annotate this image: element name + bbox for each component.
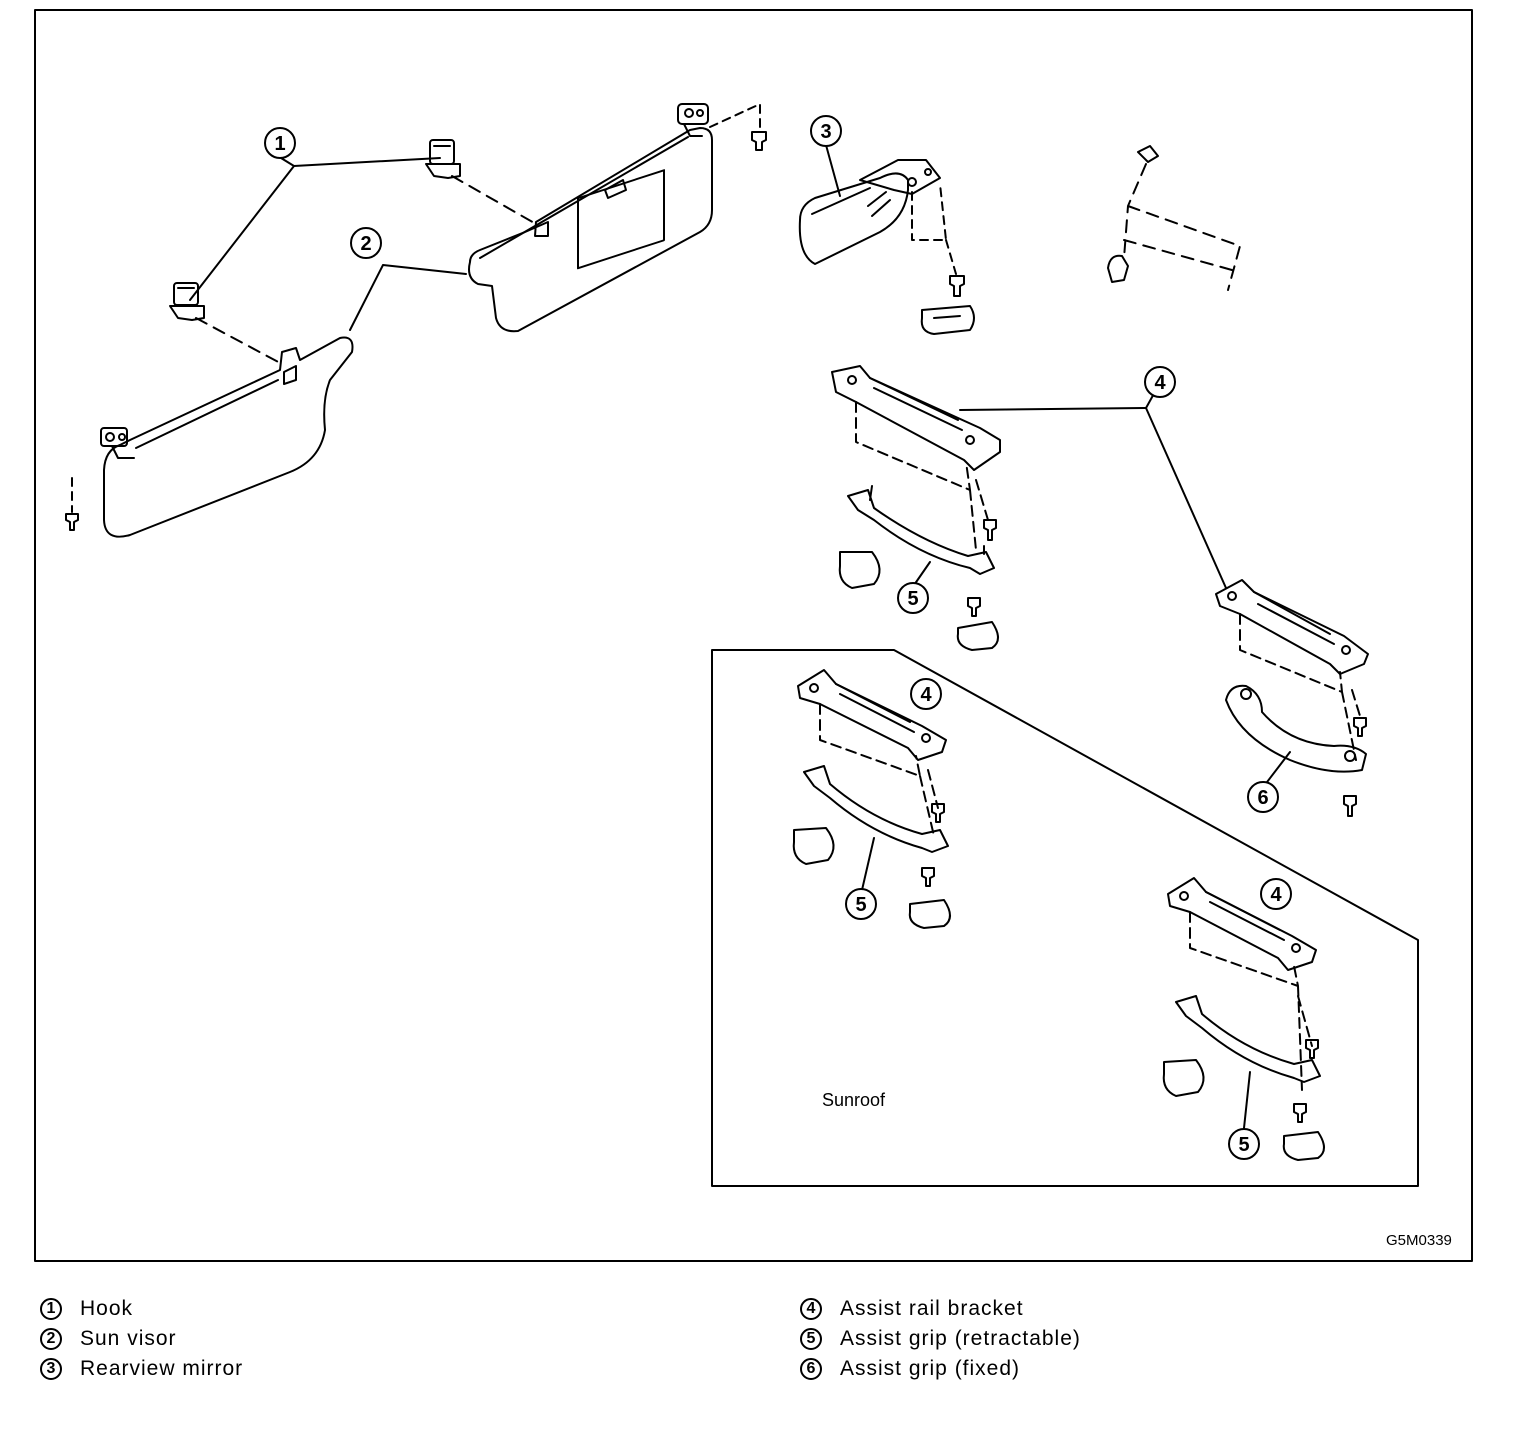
callout-label: 3 [820,121,831,143]
callout-label: 5 [907,588,918,610]
legend-left: 1 Hook 2 Sun visor 3 Rearview mirror [40,1294,243,1384]
screw-icon [921,803,945,887]
screw-icon [1293,1039,1319,1123]
leader-dashed [1123,163,1241,291]
visor-pivot-right [677,103,709,137]
leader-dashed [819,703,939,837]
legend-item: 2 Sun visor [40,1324,243,1354]
leader-line [1263,751,1291,787]
screw-icon [65,513,79,531]
callout-6: 6 [1247,781,1279,813]
assist-rail-bracket [797,669,947,761]
assist-rail-bracket [1215,579,1369,675]
leader-dashed [1239,613,1361,761]
cover-cap [792,827,951,929]
sun-visor-right [468,127,713,333]
legend-right: 4 Assist rail bracket 5 Assist grip (ret… [800,1294,1081,1384]
rearview-mirror [798,159,941,265]
legend-text: Hook [80,1297,134,1320]
visor-pivot-left [100,427,135,459]
assist-rail-bracket [831,365,1001,471]
leader-dashed [451,175,537,225]
legend-number: 3 [40,1358,62,1380]
diagram-frame [34,9,1473,1262]
figure-code: G5M0339 [1386,1232,1452,1249]
leader-dashed [709,103,761,129]
clip-part [1107,145,1159,283]
callout-4-sunroof-left: 4 [910,678,942,710]
legend-text: Assist rail bracket [840,1297,1024,1320]
legend-text: Assist grip (retractable) [840,1327,1081,1350]
cover-cap [920,305,975,335]
assist-grip-fixed [1225,684,1367,773]
callout-5: 5 [897,582,929,614]
callout-label: 5 [1238,1134,1249,1156]
assist-grip-retractable [803,765,949,853]
callout-4-sunroof-right: 4 [1260,878,1292,910]
leader-line [959,407,1227,589]
sunroof-label: Sunroof [822,1090,886,1110]
screw-icon [1343,717,1367,817]
legend-item: 4 Assist rail bracket [800,1294,1081,1324]
legend-text: Sun visor [80,1327,177,1350]
legend-item: 3 Rearview mirror [40,1354,243,1384]
legend-text: Rearview mirror [80,1357,244,1380]
callout-label: 2 [360,233,371,255]
legend-item: 5 Assist grip (retractable) [800,1324,1081,1354]
leader-line [280,157,295,167]
callout-1: 1 [264,127,296,159]
leader-dashed [855,401,989,551]
callout-5-sunroof-right: 5 [1228,1128,1260,1160]
sunroof-box [711,649,1419,1187]
callout-3: 3 [810,115,842,147]
legend-number: 4 [800,1298,822,1320]
assist-rail-bracket [1167,877,1317,971]
callout-2: 2 [350,227,382,259]
callout-label: 1 [274,133,285,155]
leader-dashed [911,183,957,275]
assist-grip-retractable [1175,995,1321,1083]
callout-5-sunroof-left: 5 [845,888,877,920]
parts-diagram: 1 2 3 4 4 4 5 5 [34,9,1473,1262]
callout-label: 5 [855,894,866,916]
leader-line [1243,1071,1251,1129]
leader-line [861,837,875,891]
legend-number: 2 [40,1328,62,1350]
screw-icon [949,275,965,297]
cover-cap [1162,1059,1325,1161]
screw-icon [967,519,997,617]
callout-4: 4 [1144,366,1176,398]
leader-line [825,144,841,197]
callout-label: 4 [1154,372,1166,394]
callout-label: 4 [920,684,932,706]
sun-visor-left [103,336,354,538]
legend-number: 5 [800,1328,822,1350]
leader-line [189,157,441,301]
callout-label: 4 [1270,884,1282,906]
legend-item: 6 Assist grip (fixed) [800,1354,1081,1384]
leader-line [349,264,467,331]
assist-grip-retractable [847,485,995,575]
cover-cap [838,551,999,651]
legend-text: Assist grip (fixed) [840,1357,1021,1380]
leader-dashed [1189,911,1313,1091]
screw-icon [751,131,767,151]
legend-number: 6 [800,1358,822,1380]
callout-label: 6 [1257,787,1268,809]
legend-number: 1 [40,1298,62,1320]
legend-item: 1 Hook [40,1294,243,1324]
leader-dashed [195,317,283,365]
